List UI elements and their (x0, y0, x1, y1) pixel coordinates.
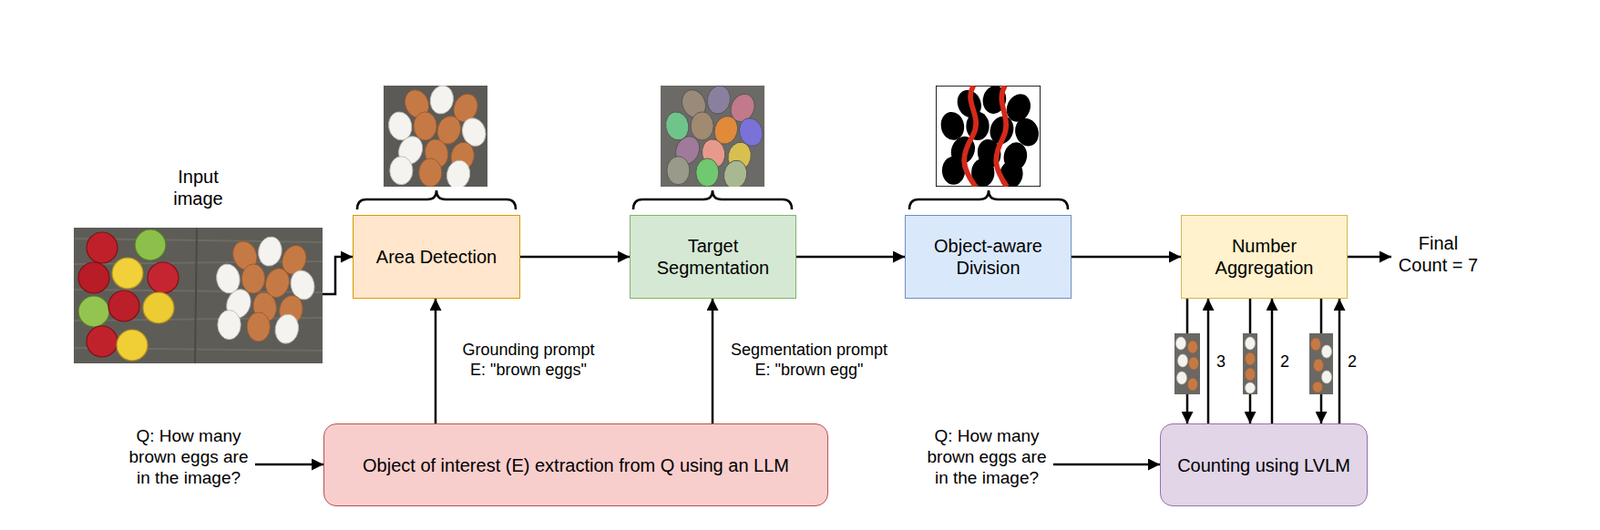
wood-seam (194, 227, 197, 364)
segmentation-thumbnail (660, 85, 765, 187)
node-text: Input image (162, 165, 236, 210)
egg-mask (696, 158, 719, 187)
egg (241, 264, 265, 294)
egg (1176, 337, 1187, 350)
crop-background (1309, 333, 1334, 395)
crop-thumbnail (1174, 333, 1200, 395)
division-line (964, 85, 976, 187)
egg (217, 310, 241, 340)
node-text: Area Detection (376, 246, 497, 268)
egg-silhouettes (938, 85, 1041, 187)
egg (1312, 381, 1324, 393)
egg (1188, 378, 1199, 391)
crop-background (1242, 333, 1258, 395)
area-thumbnail (383, 85, 488, 187)
egg (1245, 382, 1256, 394)
egg (1245, 368, 1256, 381)
egg (444, 158, 472, 187)
connector-arrow (434, 298, 438, 424)
egg (273, 312, 302, 346)
node-text: Number Aggregation (1192, 235, 1336, 279)
egg (1245, 337, 1256, 350)
egg (1178, 354, 1189, 368)
egg (428, 85, 456, 116)
process-box: Object-aware Division (904, 215, 1072, 299)
egg (246, 312, 270, 342)
process-box: Area Detection (352, 215, 521, 299)
connector-arrow (711, 298, 715, 424)
connector-arrow (322, 256, 353, 295)
edge-label: Grounding prompt E: "brown eggs" (455, 340, 602, 380)
input-image: Input image (73, 165, 323, 364)
egg (1245, 352, 1256, 366)
brackets (357, 190, 1068, 210)
curly-bracket (909, 190, 1068, 210)
egg-mask (721, 158, 749, 187)
division-thumbnail (935, 85, 1041, 187)
edge-label: Segmentation prompt E: "brown egg" (724, 340, 894, 380)
connector-arrow (520, 256, 630, 259)
process-box: Target Segmentation (629, 215, 797, 299)
input-photo (73, 227, 323, 364)
egg (1311, 338, 1322, 351)
wood-background (73, 227, 323, 364)
apple (86, 326, 118, 358)
connector-arrow (1338, 298, 1342, 424)
output-arrow (1347, 256, 1392, 259)
apple (147, 262, 179, 294)
egg (1322, 370, 1333, 384)
edge-label: 2 (1345, 352, 1359, 373)
node-text: Target Segmentation (641, 235, 785, 279)
question-arrow (255, 463, 324, 467)
question-text: Q: How many brown eggs are in the image? (123, 426, 254, 489)
node-text: Object of interest (E) extraction from Q… (362, 454, 790, 477)
division-line (995, 85, 1007, 187)
egg (1177, 371, 1188, 385)
apple (108, 290, 140, 322)
lvlm-box: Counting using LVLM (1159, 423, 1368, 507)
apple (112, 257, 144, 289)
egg (1188, 340, 1199, 354)
curly-bracket (357, 190, 516, 210)
edge-label: 3 (1214, 352, 1228, 373)
egg (1313, 358, 1324, 372)
connector-arrow (1071, 256, 1181, 259)
egg (1322, 345, 1333, 359)
final-count: Final Count = 7 (1394, 232, 1482, 277)
apple (143, 292, 175, 324)
apple (134, 229, 166, 261)
question-arrow (1053, 463, 1160, 467)
connector-arrow (796, 256, 905, 259)
egg (256, 235, 285, 268)
apple (78, 296, 110, 328)
connector-arrow (1271, 298, 1274, 424)
question-text: Q: How many brown eggs are in the image? (922, 426, 1052, 489)
apple (78, 262, 110, 294)
crop-thumbnail (1242, 333, 1258, 395)
apple (116, 329, 148, 361)
curly-bracket (633, 190, 792, 210)
eggs (214, 235, 318, 346)
egg (413, 112, 437, 141)
crop-background (1174, 333, 1200, 395)
llm-box: Object of interest (E) extraction from Q… (323, 423, 829, 507)
apples (78, 229, 179, 361)
crop-thumbnail (1309, 333, 1334, 395)
egg-mask (666, 156, 690, 185)
connector-arrow (1207, 298, 1211, 424)
egg-mask (705, 85, 733, 116)
process-box: Number Aggregation (1180, 215, 1348, 299)
node-text: Counting using LVLM (1177, 454, 1351, 477)
egg-mask (690, 112, 714, 141)
node-text: Object-aware Division (916, 235, 1060, 279)
apple (86, 232, 118, 264)
egg (1189, 357, 1200, 370)
egg (419, 158, 442, 187)
egg (389, 156, 413, 185)
edge-label: 2 (1278, 352, 1292, 373)
